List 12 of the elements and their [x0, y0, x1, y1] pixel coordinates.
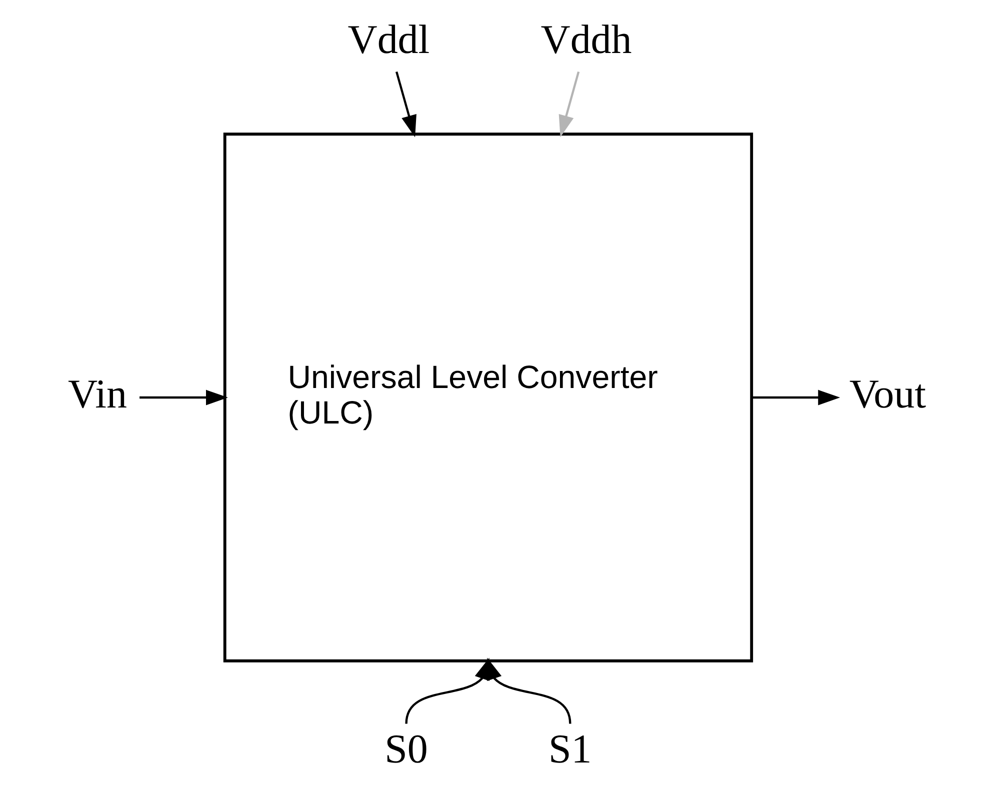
node-text: Vddl — [348, 16, 430, 62]
node-text: Vout — [849, 370, 926, 417]
arrow — [140, 390, 228, 406]
arrow — [752, 390, 840, 406]
arrow — [558, 71, 580, 138]
node-text: S1 — [548, 725, 592, 772]
arrow — [395, 71, 416, 138]
node-text: S0 — [384, 725, 428, 772]
node-box: Universal Level Converter (ULC) — [223, 132, 754, 662]
node-text: Vddh — [540, 16, 632, 62]
node-text: Vin — [68, 370, 128, 417]
arrow — [486, 658, 572, 724]
